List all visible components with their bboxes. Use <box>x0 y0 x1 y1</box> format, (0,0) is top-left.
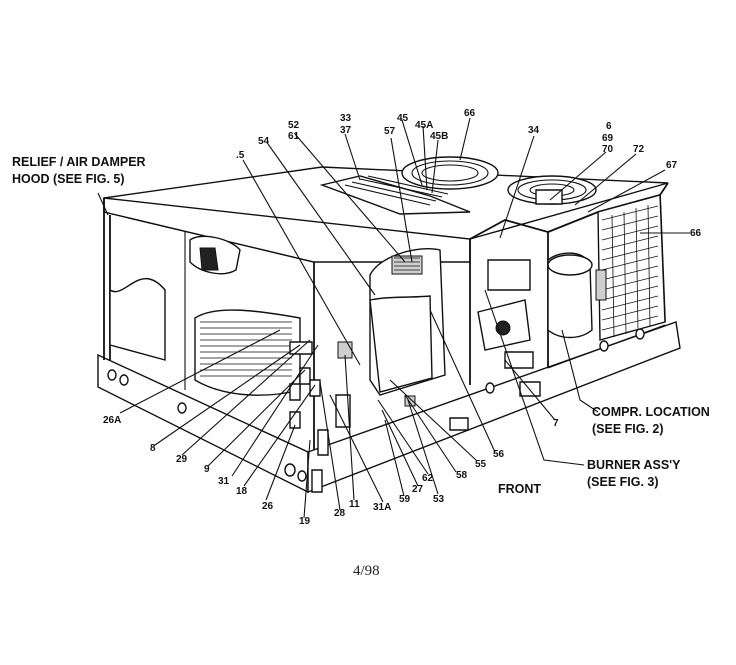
heat-exchanger <box>290 249 445 455</box>
part-label-31a: 31A <box>373 502 391 513</box>
part-label-66-top: 66 <box>464 108 476 119</box>
compressor-location-label-line1: COMPR. LOCATION <box>592 405 710 419</box>
part-label-59: 59 <box>399 494 411 505</box>
compressor-location-label-line2: (SEE FIG. 2) <box>592 422 664 436</box>
top-damper-opening <box>322 176 470 214</box>
front-label: FRONT <box>498 482 541 496</box>
leader-lines <box>98 118 690 518</box>
part-label-55: 55 <box>475 459 487 470</box>
part-label-8: 8 <box>150 443 156 454</box>
part-label-69: 69 <box>602 133 614 144</box>
part-label-66-right: 66 <box>690 228 702 239</box>
part-label-34: 34 <box>528 125 540 136</box>
burner-assembly-label-line2: (SEE FIG. 3) <box>587 475 659 489</box>
part-label-62: 62 <box>422 473 434 484</box>
part-label-45: 45 <box>397 113 409 124</box>
part-label-53: 53 <box>433 494 445 505</box>
burner-assembly-label-line1: BURNER ASS'Y <box>587 458 681 472</box>
part-label-7: 7 <box>553 418 559 429</box>
part-label-52: 52 <box>288 120 300 131</box>
callout-labels: RELIEF / AIR DAMPER HOOD (SEE FIG. 5) CO… <box>12 108 710 579</box>
evaporator-coil <box>110 236 300 395</box>
part-label-72: 72 <box>633 144 645 155</box>
part-label-27: 27 <box>412 484 424 495</box>
part-label-70: 70 <box>602 144 614 155</box>
part-label-6: 6 <box>606 121 612 132</box>
part-label-61: 61 <box>288 131 300 142</box>
relief-damper-label-line1: RELIEF / AIR DAMPER <box>12 155 146 169</box>
part-label-11: 11 <box>349 499 360 510</box>
part-label-58: 58 <box>456 470 468 481</box>
part-label-67: 67 <box>666 160 678 171</box>
part-label-26a: 26A <box>103 415 121 426</box>
part-label-33: 33 <box>340 113 352 124</box>
part-label-9: 9 <box>204 464 210 475</box>
condenser-fan-grille <box>402 157 596 204</box>
part-label-26: 26 <box>262 501 274 512</box>
part-label-45a: 45A <box>415 120 433 131</box>
part-label-56: 56 <box>493 449 505 460</box>
part-label-19: 19 <box>299 516 311 527</box>
part-label-29: 29 <box>176 454 188 465</box>
part-label-18: 18 <box>236 486 248 497</box>
revision-date: 4/98 <box>353 563 380 579</box>
part-label-45b: 45B <box>430 131 448 142</box>
relief-damper-label-line2: HOOD (SEE FIG. 5) <box>12 172 125 186</box>
part-label-31: 31 <box>218 476 230 487</box>
part-label-57: 57 <box>384 126 396 137</box>
part-label-28: 28 <box>334 508 346 519</box>
part-label-54: 54 <box>258 136 270 147</box>
part-label-37: 37 <box>340 125 352 136</box>
part-label-5: .5 <box>236 150 245 161</box>
